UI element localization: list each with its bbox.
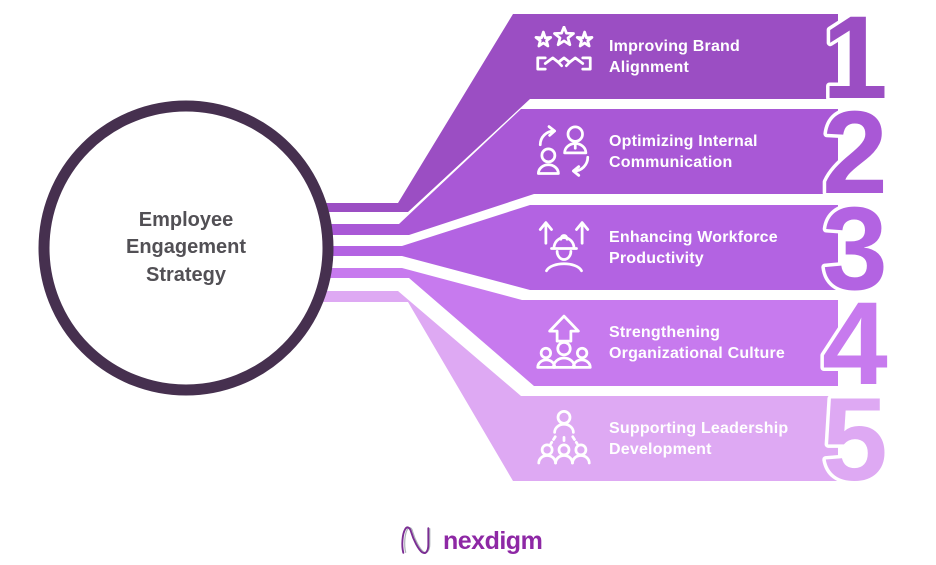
step-number-1: 1 <box>822 0 888 124</box>
banner-shape-4 <box>324 268 838 386</box>
banner-shape-2 <box>321 109 838 235</box>
banner-shape-5 <box>321 291 838 481</box>
banner-label-3: Enhancing Workforce Productivity <box>609 228 778 267</box>
banner-label-5: Supporting Leadership Development <box>609 419 789 458</box>
team-up-arrow-icon <box>534 313 594 373</box>
banner-label-2: Optimizing Internal Communication <box>609 132 758 171</box>
people-exchange-icon <box>534 121 594 181</box>
strategy-circle <box>38 100 334 396</box>
stars-handshake-icon <box>534 26 594 86</box>
banner-shape-1 <box>318 14 838 212</box>
step-number-4: 4 <box>822 278 888 410</box>
worker-growth-arrows-icon <box>534 217 594 277</box>
step-number-3: 3 <box>822 183 888 315</box>
nexdigm-logo-icon <box>401 526 431 554</box>
banner-label-4: Strengthening Organizational Culture <box>609 323 785 362</box>
step-number-2: 2 <box>822 87 888 219</box>
step-number-5: 5 <box>822 374 888 506</box>
leader-hierarchy-icon <box>534 408 594 468</box>
banner-shape-3 <box>324 205 838 290</box>
footer-brand: nexdigm <box>398 524 543 558</box>
strategy-circle-label: Employee Engagement Strategy <box>125 208 247 286</box>
banner-label-1: Improving Brand Alignment <box>609 37 741 76</box>
brand-wordmark: nexdigm <box>443 526 543 555</box>
